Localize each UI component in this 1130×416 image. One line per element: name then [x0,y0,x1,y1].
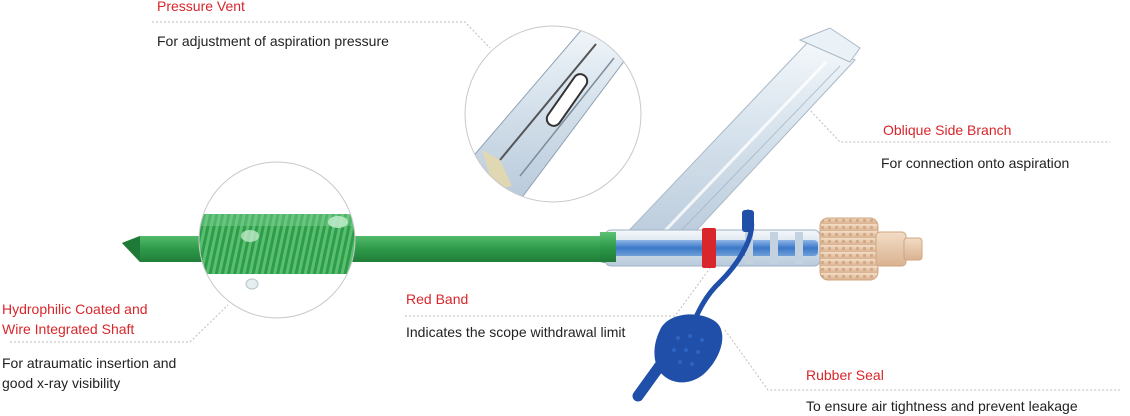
rubber-seal [632,209,755,402]
hydrophilic-shaft-title-line1: Hydrophilic Coated and [2,301,148,317]
leader-hydrophilic-shaft [10,304,229,343]
rubber-seal-title: Rubber Seal [806,367,884,383]
rubber-seal-description: To ensure air tightness and prevent leak… [806,398,1078,414]
hydrophilic-shaft-title-line2: Wire Integrated Shaft [2,321,135,337]
oblique-side-branch-description: For connection onto aspiration [881,155,1070,171]
hydrophilic-shaft-description-line2: good x-ray visibility [2,375,121,391]
red-band-description: Indicates the scope withdrawal limit [406,324,626,340]
red-band-title: Red Band [406,291,469,307]
leader-red-band [405,267,711,317]
green-shaft [122,233,612,264]
connector-body [600,228,821,268]
oblique-side-branch [618,27,861,249]
luer-connector [819,217,923,281]
hydrophilic-shaft-description-line1: For atraumatic insertion and [2,355,177,371]
red-band-marker [702,228,716,268]
leader-lines [10,21,1122,391]
pressure-vent-description: For adjustment of aspiration pressure [157,33,389,49]
oblique-side-branch-title: Oblique Side Branch [883,122,1012,138]
pressure-vent-title: Pressure Vent [157,0,245,14]
shaft-detail-magnifier [198,161,356,319]
leader-pressure-vent [152,21,491,49]
leader-rubber-seal [724,329,1122,391]
pressure-vent-magnifier [464,25,642,203]
